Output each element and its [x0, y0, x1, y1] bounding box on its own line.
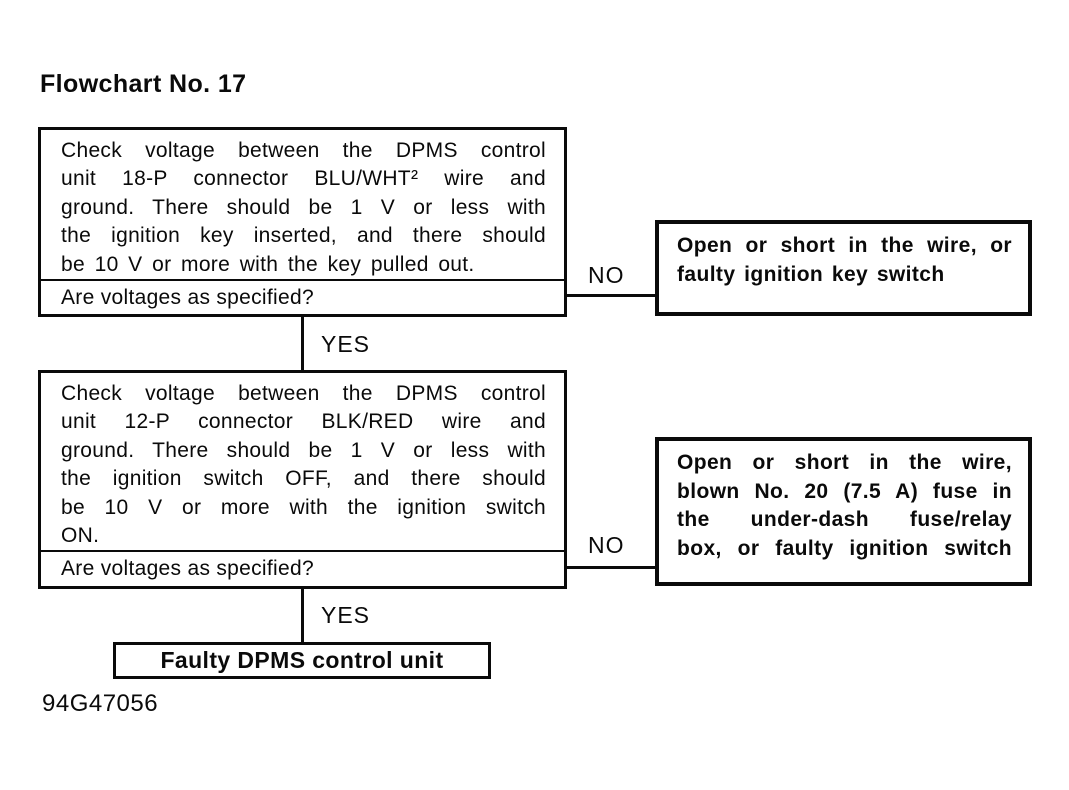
text-line: be 10 V or more with the ignition switch: [61, 495, 546, 519]
question-text: Are voltages as specified?: [61, 285, 314, 309]
text-line: the ignition switch OFF, and there shoul…: [61, 467, 546, 491]
text-line: Open or short in the wire,: [677, 451, 1012, 474]
decision-box-1-question: Are voltages as specified?: [41, 279, 564, 314]
result-box-2: Open or short in the wire, blown No. 20 …: [655, 437, 1032, 586]
page-title: Flowchart No. 17: [40, 70, 247, 98]
decision-box-2-text: Check voltage between the DPMS control u…: [41, 373, 564, 550]
question-text: Are voltages as specified?: [61, 557, 314, 581]
connector-no-2: [565, 566, 655, 569]
result-box-1: Open or short in the wire, or faulty ign…: [655, 220, 1032, 316]
label-no-2: NO: [588, 532, 625, 558]
text-line: unit 18-P connector BLU/WHT² wire and: [61, 167, 546, 191]
text-line: Check voltage between the DPMS control: [61, 139, 546, 162]
label-yes-1: YES: [321, 331, 371, 357]
text-line: box, or faulty ignition switch: [677, 536, 1012, 560]
connector-no-1: [565, 294, 655, 297]
text-line: Open or short in the wire, or: [677, 234, 1012, 257]
connector-yes-1: [301, 317, 304, 370]
text-line: ground. There should be 1 V or less with: [61, 195, 546, 219]
text-line: faulty ignition key switch: [677, 262, 945, 286]
connector-yes-2: [301, 589, 304, 643]
text-line: the under-dash fuse/relay: [677, 508, 1012, 531]
label-yes-2: YES: [321, 602, 371, 628]
decision-box-2: Check voltage between the DPMS control u…: [38, 370, 567, 589]
text-line: blown No. 20 (7.5 A) fuse in: [677, 479, 1012, 503]
figure-code: 94G47056: [42, 690, 159, 717]
label-no-1: NO: [588, 262, 625, 288]
text-line: the ignition key inserted, and there sho…: [61, 224, 546, 248]
decision-box-2-question: Are voltages as specified?: [41, 550, 564, 586]
text-line: ON.: [61, 524, 100, 548]
final-result-label: Faulty DPMS control unit: [160, 647, 444, 673]
text-line: be 10 V or more with the key pulled out.: [61, 252, 475, 276]
text-line: Check voltage between the DPMS control: [61, 382, 546, 405]
decision-box-1-text: Check voltage between the DPMS control u…: [41, 130, 564, 279]
decision-box-1: Check voltage between the DPMS control u…: [38, 127, 567, 317]
final-result-box: Faulty DPMS control unit: [113, 642, 491, 679]
text-line: ground. There should be 1 V or less with: [61, 438, 546, 462]
text-line: unit 12-P connector BLK/RED wire and: [61, 410, 546, 434]
